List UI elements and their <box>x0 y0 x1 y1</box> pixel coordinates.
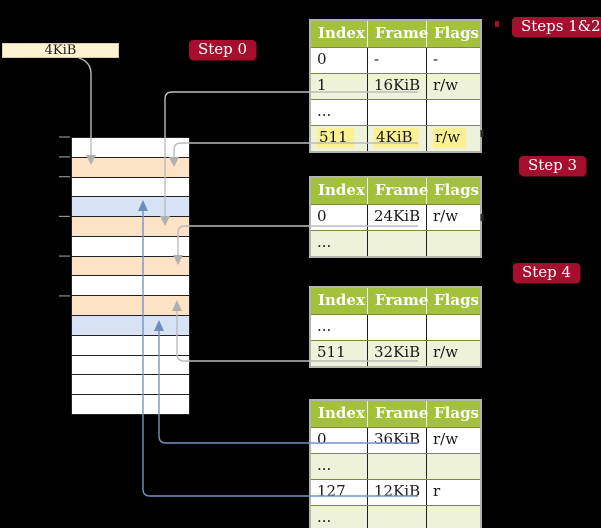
badge-step-4: Step 4 <box>513 263 581 283</box>
memory-row-page_table <box>72 256 189 277</box>
table-row: 0-- <box>311 47 480 73</box>
table-cell <box>368 506 427 528</box>
table-cell <box>368 100 427 125</box>
table-row: ... <box>311 505 480 528</box>
table-cell <box>427 454 480 479</box>
table-cell: ... <box>311 454 368 479</box>
column-header: Index <box>311 178 368 204</box>
table-cell: r/w <box>433 76 459 94</box>
table-cell: 32KiB <box>368 341 427 366</box>
table-cell: 1 <box>311 74 368 99</box>
memory-column <box>71 137 190 415</box>
memory-row-free <box>72 236 189 257</box>
column-header: Frame <box>368 401 428 427</box>
cr3-frame-box: 4KiB <box>2 43 119 58</box>
table-cell: 127 <box>311 480 368 505</box>
table-cell: ... <box>311 100 368 125</box>
table-cell <box>427 231 480 256</box>
table-cell: 0 <box>311 428 368 453</box>
cr3-frame-label: 4KiB <box>44 43 77 58</box>
table-cell: r/w <box>427 126 480 151</box>
column-header: Frame <box>368 178 428 204</box>
memory-row-free <box>72 276 189 297</box>
table-cell: 12KiB <box>368 480 427 505</box>
table-cell: r <box>433 482 441 500</box>
table-cell <box>427 506 480 528</box>
table-cell: 0 <box>311 205 368 230</box>
table-cell: ... <box>311 315 368 340</box>
table-cell: 511 <box>311 341 368 366</box>
table-cell: - <box>433 50 439 68</box>
table-cell <box>427 315 480 340</box>
column-header: Index <box>311 401 368 427</box>
table-cell: ... <box>311 231 368 256</box>
table-cell: ... <box>311 506 368 528</box>
memory-row-page <box>72 197 189 218</box>
table-cell: 16KiB <box>368 74 427 99</box>
memory-row-page_table <box>72 217 189 237</box>
column-header: Frame <box>368 21 428 47</box>
table-cell: 24KiB <box>368 205 427 230</box>
column-header: Flags <box>434 404 479 422</box>
memory-row-free <box>72 177 189 198</box>
memory-row-free <box>72 138 189 158</box>
memory-row-free <box>72 355 189 376</box>
table-cell: 36KiB <box>368 428 427 453</box>
table-cell: 511 <box>311 126 368 151</box>
table-cell: 4KiB <box>368 126 427 151</box>
memory-row-free <box>72 395 189 414</box>
table-row: ... <box>311 453 480 479</box>
table-row: ... <box>311 99 480 125</box>
memory-row-page <box>72 316 189 336</box>
badge-step-0: Step 0 <box>189 40 257 60</box>
table-row: ... <box>311 314 480 340</box>
memory-row-free <box>72 335 189 356</box>
column-header: Flags <box>434 291 479 309</box>
table-cell: 0 <box>311 48 368 73</box>
column-header: Flags <box>434 24 479 42</box>
table-cell: r/w <box>433 207 459 225</box>
table-cell: r/w <box>433 343 459 361</box>
column-header: Index <box>311 21 368 47</box>
arrow-tip-mark <box>495 21 499 27</box>
badge-step-3: Step 3 <box>519 156 587 176</box>
memory-row-page_table <box>72 157 189 178</box>
column-header: Frame <box>368 288 428 314</box>
table-cell <box>368 231 427 256</box>
table-cell <box>368 454 427 479</box>
column-header: Index <box>311 288 368 314</box>
table-cell <box>368 315 427 340</box>
memory-address-ticks <box>59 136 70 297</box>
table-cell <box>427 100 480 125</box>
table-row: ... <box>311 230 480 256</box>
memory-row-page_table <box>72 296 189 317</box>
memory-row-free <box>72 375 189 396</box>
table-cell: - <box>368 48 427 73</box>
table-cell: r/w <box>433 430 459 448</box>
badge-steps-1-2: Steps 1&2 <box>512 17 601 37</box>
column-header: Flags <box>434 181 479 199</box>
